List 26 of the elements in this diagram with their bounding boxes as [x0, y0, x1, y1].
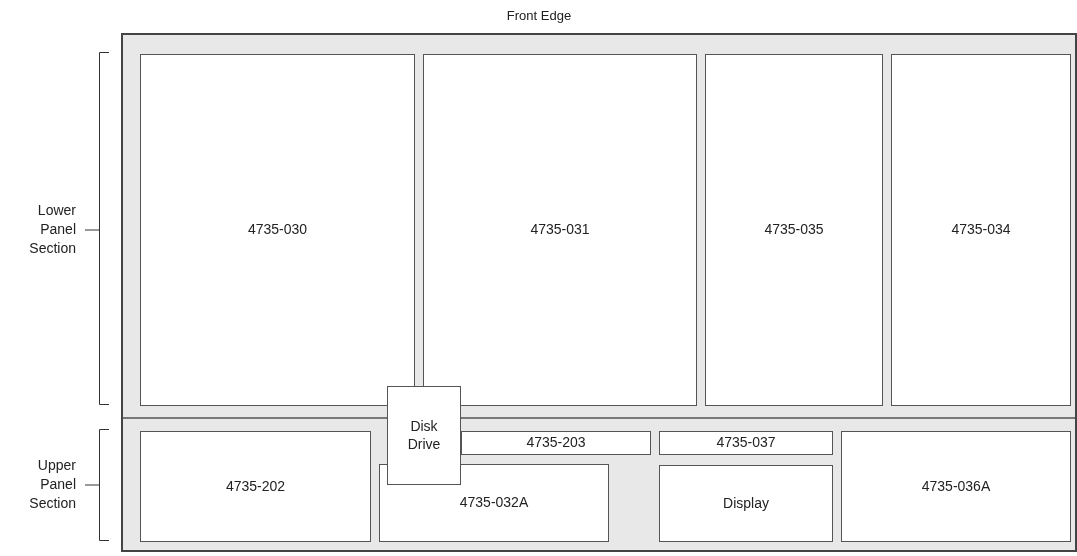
component-label: 4735-203: [526, 434, 586, 452]
component-box: [705, 54, 883, 406]
component-label: 4735-032A: [459, 494, 529, 512]
component-label: 4735-037: [716, 434, 776, 452]
component-box: [140, 431, 371, 542]
component-box: [841, 431, 1071, 542]
component-label: 4735-031: [530, 221, 590, 239]
component-box: [379, 464, 609, 542]
component-box: [387, 386, 461, 485]
component-box: [659, 465, 833, 542]
component-label: 4735-035: [764, 221, 824, 239]
frame-heading: Front Edge: [505, 7, 573, 25]
component-box: [140, 54, 415, 406]
component-label: Disk Drive: [406, 418, 442, 453]
component-box: [659, 431, 833, 455]
component-box: [891, 54, 1071, 406]
section-label: Upper Panel Section: [28, 456, 76, 513]
component-label: Display: [723, 494, 769, 513]
component-label: 4735-030: [247, 221, 308, 239]
section-label: Lower Panel Section: [28, 201, 76, 258]
component-box: [461, 431, 651, 455]
component-label: 4735-036A: [921, 477, 991, 496]
chassis-frame: [121, 33, 1077, 552]
component-label: 4735-034: [951, 221, 1011, 239]
component-label: 4735-202: [225, 477, 286, 496]
component-box: [423, 54, 697, 406]
